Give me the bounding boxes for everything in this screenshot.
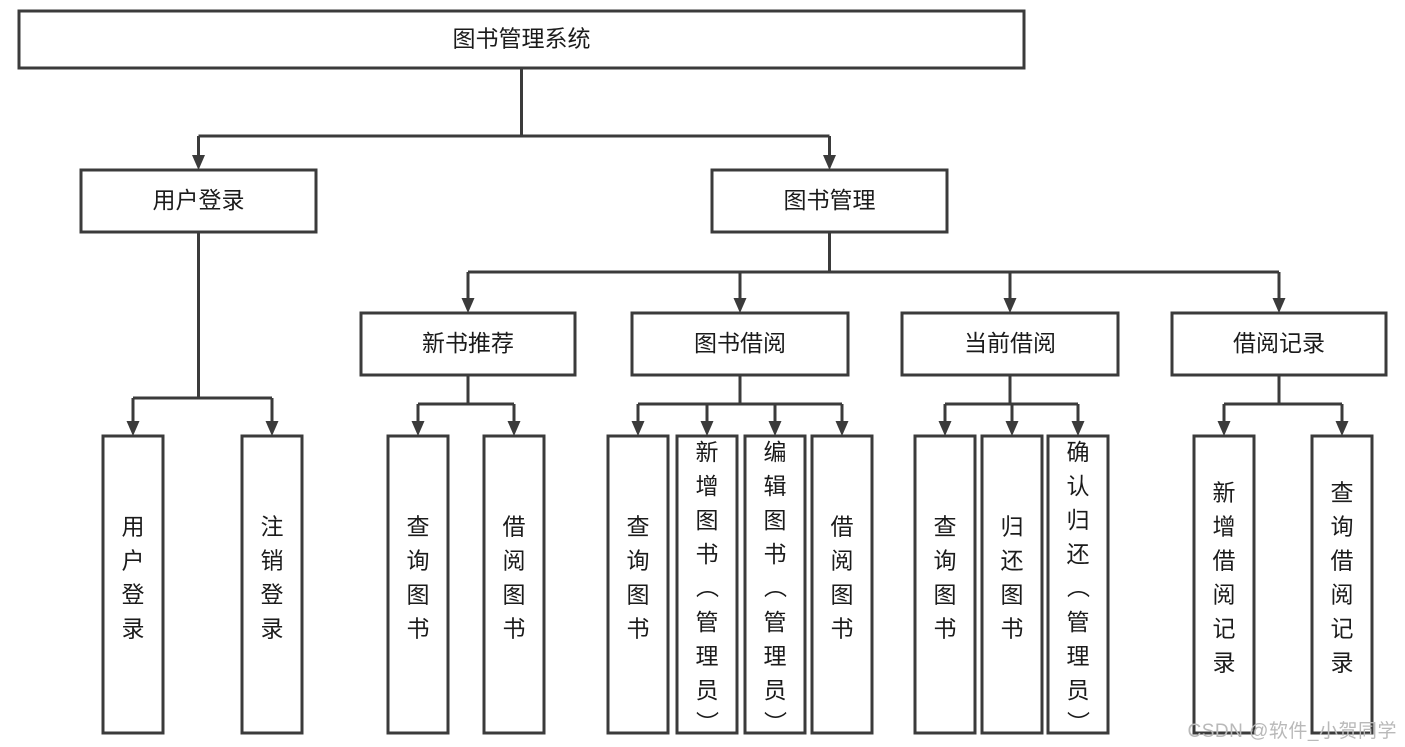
arrow-head-leaf-user-login bbox=[126, 421, 140, 436]
node-box-leaf-add-book bbox=[675, 434, 739, 735]
arrow-head-leaf-logout bbox=[265, 421, 279, 436]
node-label-leaf-logout: 注销登录 bbox=[261, 514, 284, 642]
node-new-book-recommend[interactable]: 新书推荐 bbox=[359, 311, 577, 377]
node-label-book-borrow: 图书借阅 bbox=[694, 330, 786, 356]
node-box-leaf-query-book-borrow bbox=[606, 434, 670, 735]
node-box-leaf-query-book-rec bbox=[386, 434, 450, 735]
node-box-leaf-return-book bbox=[980, 434, 1044, 735]
arrow-head-borrow-record bbox=[1272, 298, 1286, 313]
arrow-head-leaf-query-book-current bbox=[938, 421, 952, 436]
node-layer: 图书管理系统用户登录图书管理新书推荐图书借阅当前借阅借阅记录用户登录注销登录查询… bbox=[17, 9, 1388, 737]
arrow-head-new-book-recommend bbox=[461, 298, 475, 313]
node-leaf-query-book-borrow[interactable]: 查询图书 bbox=[606, 434, 670, 735]
node-label-leaf-borrow-book: 借阅图书 bbox=[831, 514, 854, 642]
node-borrow-record[interactable]: 借阅记录 bbox=[1170, 311, 1388, 377]
node-box-root bbox=[17, 9, 1026, 70]
node-user-login[interactable]: 用户登录 bbox=[79, 168, 318, 234]
node-box-book-borrow bbox=[630, 311, 850, 377]
arrow-head-leaf-add-record bbox=[1217, 421, 1231, 436]
node-label-borrow-record: 借阅记录 bbox=[1233, 330, 1325, 356]
node-label-leaf-query-book-rec: 查询图书 bbox=[407, 514, 430, 642]
node-book-borrow[interactable]: 图书借阅 bbox=[630, 311, 850, 377]
arrow-head-leaf-edit-book bbox=[768, 421, 782, 436]
node-current-borrow[interactable]: 当前借阅 bbox=[900, 311, 1120, 377]
node-label-leaf-add-record: 新增借阅记录 bbox=[1213, 480, 1236, 676]
node-label-root: 图书管理系统 bbox=[453, 26, 591, 52]
node-box-leaf-edit-book bbox=[743, 434, 807, 735]
node-leaf-logout[interactable]: 注销登录 bbox=[240, 434, 304, 735]
node-box-current-borrow bbox=[900, 311, 1120, 377]
node-label-leaf-query-book-current: 查询图书 bbox=[934, 514, 957, 642]
node-leaf-borrow-book-rec[interactable]: 借阅图书 bbox=[482, 434, 546, 735]
node-label-leaf-confirm-return: 确认归还（管理员） bbox=[1067, 439, 1091, 737]
connector-layer bbox=[126, 68, 1349, 436]
node-leaf-borrow-book[interactable]: 借阅图书 bbox=[810, 434, 874, 735]
node-label-leaf-edit-book: 编辑图书（管理员） bbox=[764, 439, 788, 737]
node-box-leaf-borrow-book bbox=[810, 434, 874, 735]
arrow-head-user-login bbox=[192, 155, 205, 170]
node-label-leaf-query-record: 查询借阅记录 bbox=[1331, 480, 1354, 676]
node-leaf-confirm-return[interactable]: 确认归还（管理员） bbox=[1046, 434, 1110, 737]
node-label-leaf-user-login: 用户登录 bbox=[122, 514, 145, 642]
node-label-user-login: 用户登录 bbox=[153, 187, 245, 213]
arrow-head-book-borrow bbox=[733, 298, 747, 313]
node-label-new-book-recommend: 新书推荐 bbox=[422, 330, 514, 356]
node-box-borrow-record bbox=[1170, 311, 1388, 377]
node-box-leaf-logout bbox=[240, 434, 304, 735]
arrow-head-leaf-borrow-book bbox=[835, 421, 849, 436]
arrow-head-current-borrow bbox=[1003, 298, 1017, 313]
node-box-leaf-user-login bbox=[101, 434, 165, 735]
node-leaf-edit-book[interactable]: 编辑图书（管理员） bbox=[743, 434, 807, 737]
node-leaf-user-login[interactable]: 用户登录 bbox=[101, 434, 165, 735]
node-label-leaf-query-book-borrow: 查询图书 bbox=[627, 514, 650, 642]
node-label-book-manage: 图书管理 bbox=[784, 187, 876, 213]
node-label-leaf-add-book: 新增图书（管理员） bbox=[696, 439, 720, 737]
node-leaf-query-book-current[interactable]: 查询图书 bbox=[913, 434, 977, 735]
node-label-leaf-return-book: 归还图书 bbox=[1001, 514, 1024, 642]
node-box-leaf-borrow-book-rec bbox=[482, 434, 546, 735]
arrow-head-leaf-add-book bbox=[700, 421, 714, 436]
node-box-leaf-query-book-current bbox=[913, 434, 977, 735]
arrow-head-book-manage bbox=[823, 155, 836, 170]
node-box-leaf-query-record bbox=[1310, 434, 1374, 735]
node-box-leaf-confirm-return bbox=[1046, 434, 1110, 735]
node-box-book-manage bbox=[710, 168, 949, 234]
arrow-head-leaf-return-book bbox=[1005, 421, 1019, 436]
node-box-new-book-recommend bbox=[359, 311, 577, 377]
arrow-head-leaf-query-record bbox=[1335, 421, 1349, 436]
node-leaf-add-book[interactable]: 新增图书（管理员） bbox=[675, 434, 739, 737]
arrow-head-leaf-borrow-book-rec bbox=[507, 421, 521, 436]
arrow-head-leaf-confirm-return bbox=[1071, 421, 1085, 436]
arrow-head-leaf-query-book-borrow bbox=[631, 421, 645, 436]
arrow-head-leaf-query-book-rec bbox=[411, 421, 425, 436]
node-leaf-return-book[interactable]: 归还图书 bbox=[980, 434, 1044, 735]
node-label-leaf-borrow-book-rec: 借阅图书 bbox=[503, 514, 526, 642]
node-box-user-login bbox=[79, 168, 318, 234]
node-root[interactable]: 图书管理系统 bbox=[17, 9, 1026, 70]
node-box-leaf-add-record bbox=[1192, 434, 1256, 735]
node-book-manage[interactable]: 图书管理 bbox=[710, 168, 949, 234]
node-leaf-query-book-rec[interactable]: 查询图书 bbox=[386, 434, 450, 735]
node-leaf-query-record[interactable]: 查询借阅记录 bbox=[1310, 434, 1374, 735]
node-leaf-add-record[interactable]: 新增借阅记录 bbox=[1192, 434, 1256, 735]
node-label-current-borrow: 当前借阅 bbox=[964, 330, 1056, 356]
